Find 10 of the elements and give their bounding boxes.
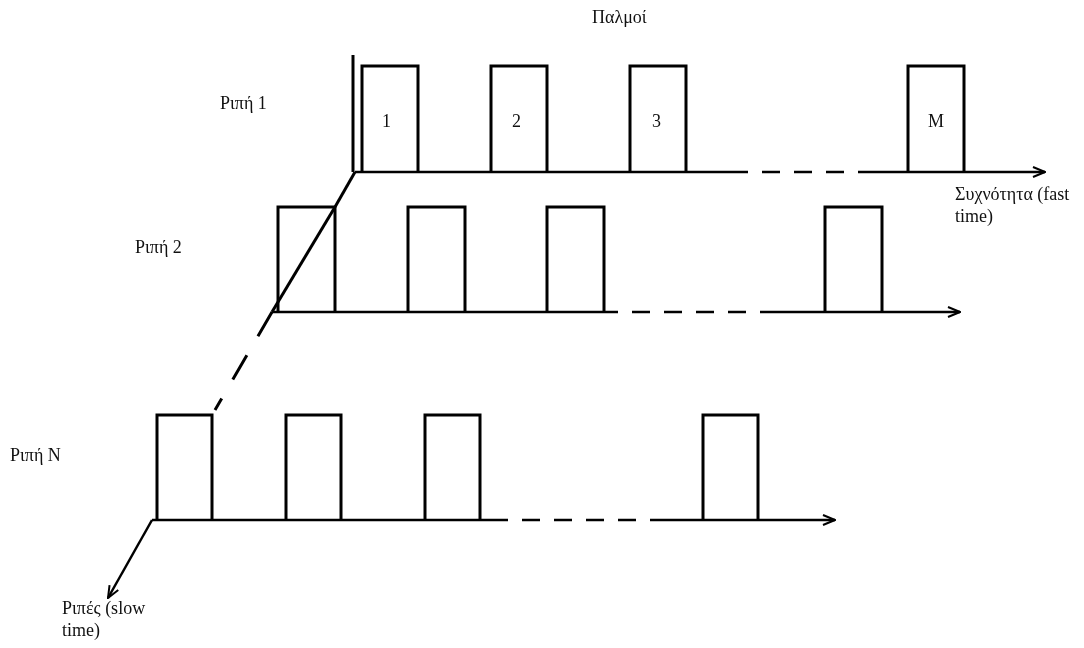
- axis-title: Παλμοί: [592, 6, 647, 28]
- pulse-number: 2: [512, 110, 521, 132]
- burst-label: Ριπή N: [10, 444, 61, 466]
- axis-label: Ριπές (slow time): [62, 597, 147, 641]
- pulse-number: 3: [652, 110, 661, 132]
- burst-label: Ριπή 2: [135, 236, 182, 258]
- burst-label: Ριπή 1: [220, 92, 267, 114]
- pulse-number: 1: [382, 110, 391, 132]
- axis-label: Συχνότητα (fast time): [955, 183, 1071, 227]
- pulse-number: M: [928, 110, 944, 132]
